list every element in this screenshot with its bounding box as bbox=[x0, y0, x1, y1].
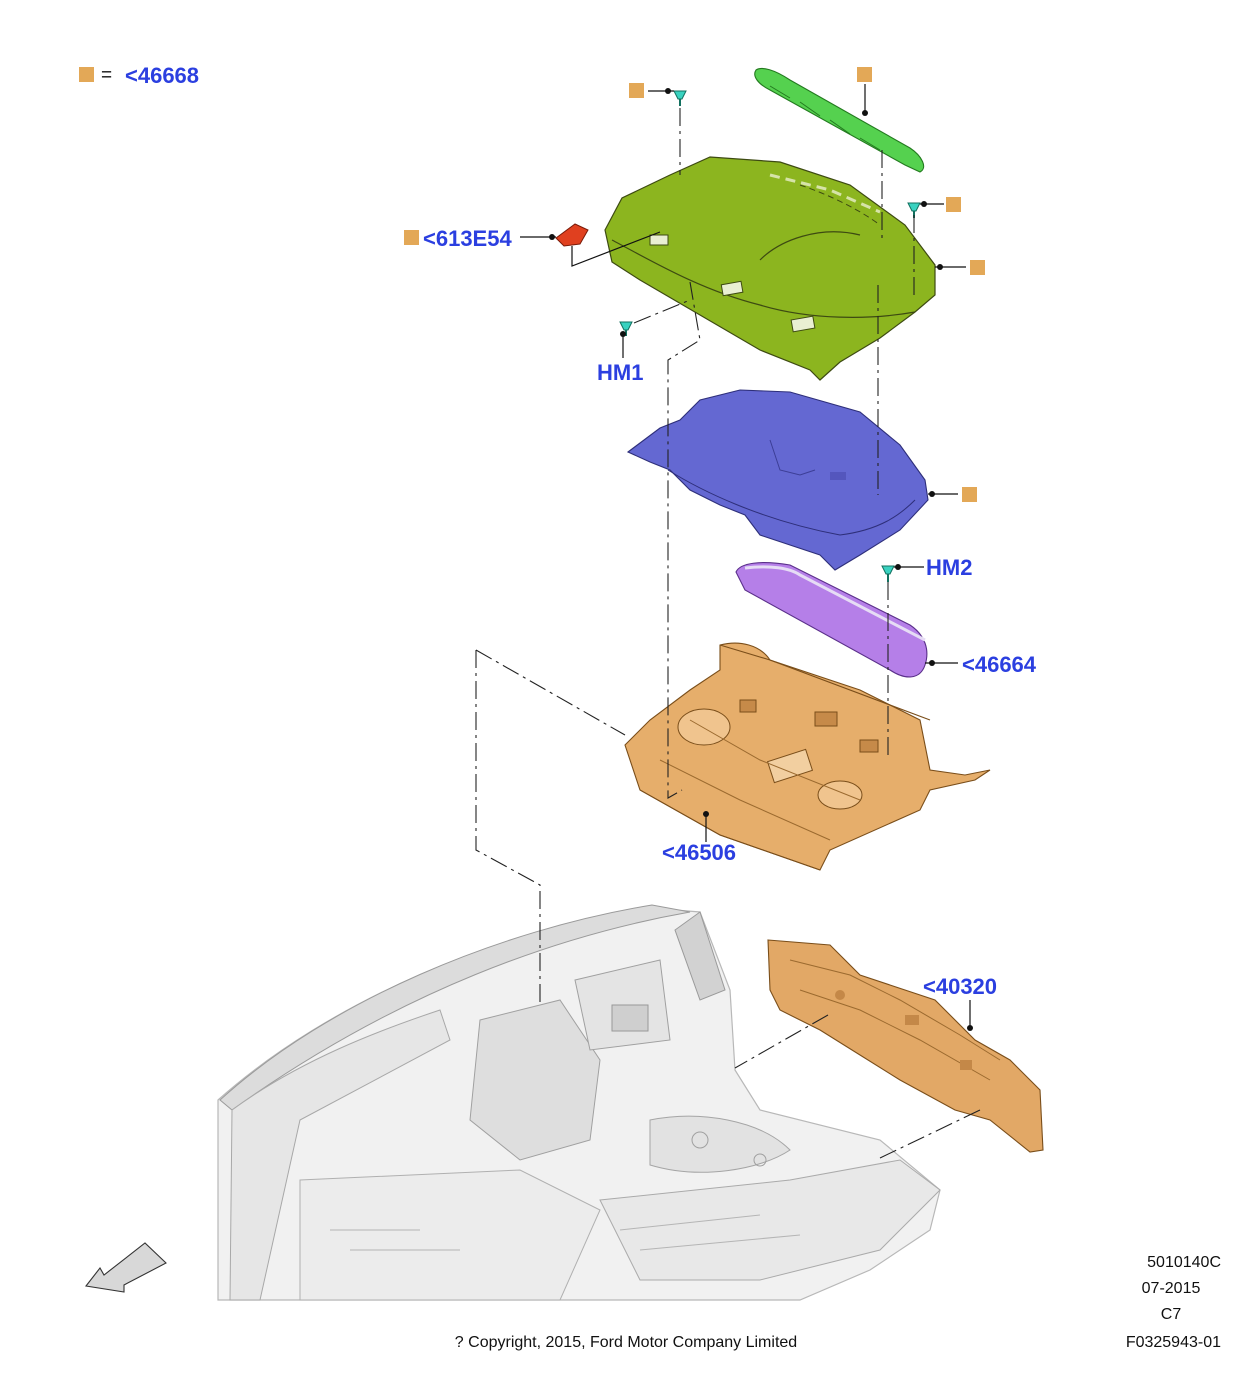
rear-trim-strip[interactable] bbox=[754, 67, 925, 173]
drawing-code: 5010140C bbox=[1147, 1254, 1221, 1271]
drawing-date: 07-2015 bbox=[1142, 1280, 1201, 1297]
figure-number: F0325943-01 bbox=[1126, 1334, 1221, 1351]
marker-insulator-icon bbox=[962, 487, 977, 502]
front-direction-arrow-icon bbox=[84, 1242, 167, 1293]
seal-613E54[interactable] bbox=[555, 223, 589, 247]
clip-top-icon[interactable] bbox=[673, 90, 687, 106]
copyright-notice: ? Copyright, 2015, Ford Motor Company Li… bbox=[455, 1334, 797, 1351]
legend-marker-icon bbox=[79, 67, 94, 82]
marker-trim-strip-icon bbox=[857, 67, 872, 82]
callout-613E54[interactable]: <613E54 bbox=[423, 226, 512, 251]
callout-46664[interactable]: <46664 bbox=[962, 652, 1037, 677]
legend-equals: = bbox=[101, 65, 112, 86]
rear-floor-panel-46506[interactable] bbox=[624, 642, 991, 871]
callout-46506[interactable]: <46506 bbox=[662, 840, 736, 865]
clip-hm1-icon[interactable] bbox=[619, 321, 633, 336]
marker-seal-icon bbox=[404, 230, 419, 245]
marker-right-clip-icon bbox=[946, 197, 961, 212]
callout-hm1[interactable]: HM1 bbox=[597, 360, 643, 385]
body-shell bbox=[217, 904, 941, 1301]
callout-40320[interactable]: <40320 bbox=[923, 974, 997, 999]
clip-hm2-icon[interactable] bbox=[881, 565, 895, 582]
rear-panel-40320[interactable] bbox=[767, 939, 1044, 1153]
callout-hm2[interactable]: HM2 bbox=[926, 555, 972, 580]
assembly-guide-lines bbox=[475, 108, 915, 1005]
legend-ref-label[interactable]: <46668 bbox=[125, 63, 199, 88]
parcel-shelf-panel[interactable] bbox=[604, 156, 936, 381]
marker-shelf-right-icon bbox=[970, 260, 985, 275]
reinforcement-46664[interactable] bbox=[735, 562, 928, 678]
insulator-panel[interactable] bbox=[626, 389, 929, 571]
drawing-revision: C7 bbox=[1161, 1306, 1182, 1323]
marker-top-clip-icon bbox=[629, 83, 644, 98]
